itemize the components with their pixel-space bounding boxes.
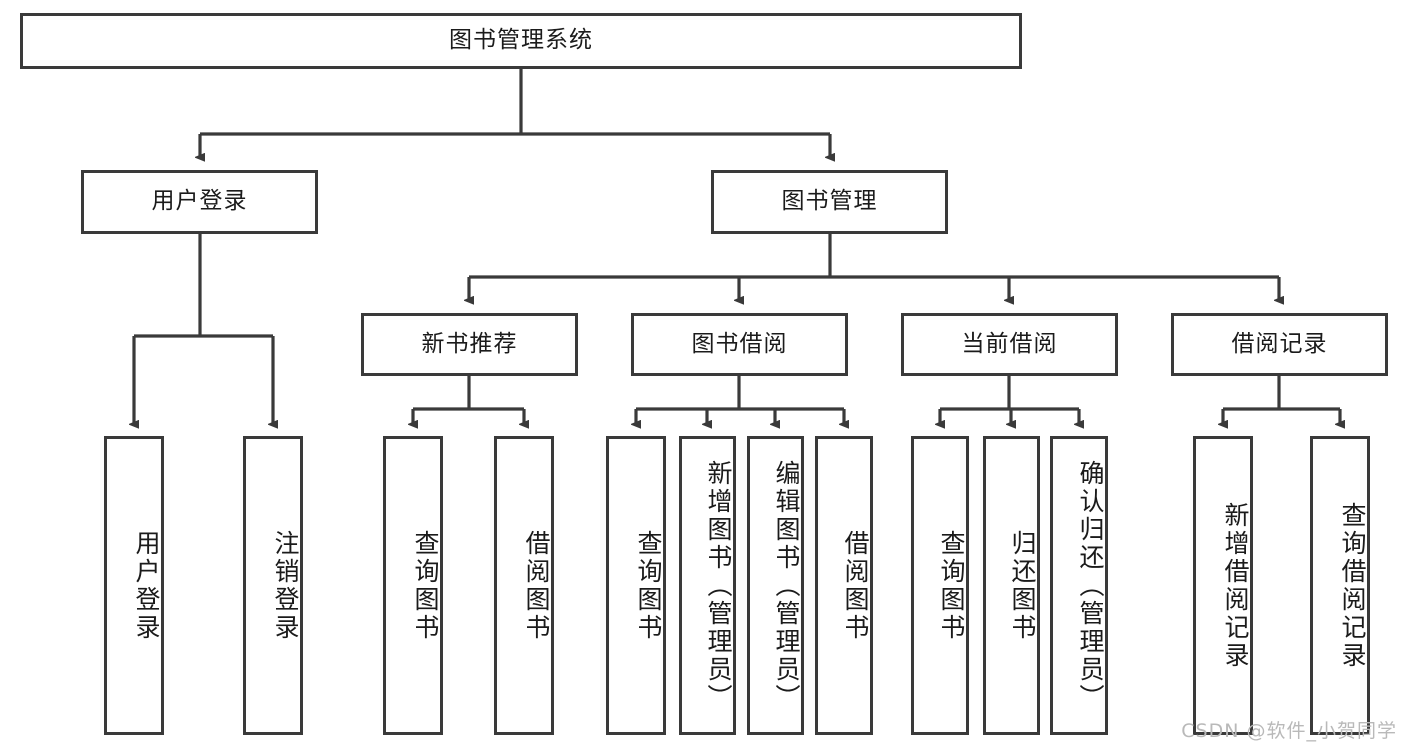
node-book-management[interactable]: 图书管理 [711,170,948,234]
node-label: 借阅图书 [841,529,870,642]
node-current-borrow[interactable]: 当前借阅 [901,313,1118,376]
node-label: 当前借阅 [961,330,1058,357]
leaf-record-add[interactable]: 新增借阅记录 [1193,436,1253,735]
node-label: 编辑图书（管理员） [772,459,801,712]
node-label: 归还图书 [1008,529,1037,642]
node-label: 图书借阅 [691,330,788,357]
leaf-borrow-borrow-book[interactable]: 借阅图书 [815,436,873,735]
csdn-watermark: CSDN @软件_小贺同学 [1181,720,1397,742]
leaf-new-book-borrow[interactable]: 借阅图书 [494,436,554,735]
node-label: 借阅记录 [1231,330,1328,357]
leaf-borrow-add-book[interactable]: 新增图书（管理员） [679,436,736,735]
node-label: 图书管理 [781,188,878,215]
leaf-record-query[interactable]: 查询借阅记录 [1310,436,1370,735]
node-label: 用户登录 [151,188,248,215]
node-label: 确认归还（管理员） [1076,459,1105,712]
node-label: 新增借阅记录 [1221,501,1250,670]
node-label: 借阅图书 [522,529,551,642]
node-label: 查询图书 [937,529,966,642]
node-label: 用户登录 [132,529,161,642]
leaf-current-query-book[interactable]: 查询图书 [911,436,969,735]
node-label: 查询图书 [634,529,663,642]
node-label: 图书管理系统 [449,27,593,54]
node-book-borrow[interactable]: 图书借阅 [631,313,848,376]
node-label: 查询借阅记录 [1338,501,1367,670]
leaf-borrow-query-book[interactable]: 查询图书 [606,436,666,735]
leaf-current-return-book[interactable]: 归还图书 [983,436,1040,735]
leaf-user-login-login[interactable]: 用户登录 [104,436,164,735]
node-label: 新增图书（管理员） [704,459,733,712]
leaf-new-book-query[interactable]: 查询图书 [383,436,443,735]
node-user-login[interactable]: 用户登录 [81,170,318,234]
leaf-current-confirm-return[interactable]: 确认归还（管理员） [1050,436,1108,735]
node-root-system[interactable]: 图书管理系统 [20,13,1022,69]
node-label: 注销登录 [271,529,300,642]
node-label: 查询图书 [411,529,440,642]
node-label: 新书推荐 [421,330,518,357]
leaf-borrow-edit-book[interactable]: 编辑图书（管理员） [747,436,804,735]
leaf-user-login-logout[interactable]: 注销登录 [243,436,303,735]
node-new-book-recommend[interactable]: 新书推荐 [361,313,578,376]
node-borrow-record[interactable]: 借阅记录 [1171,313,1388,376]
